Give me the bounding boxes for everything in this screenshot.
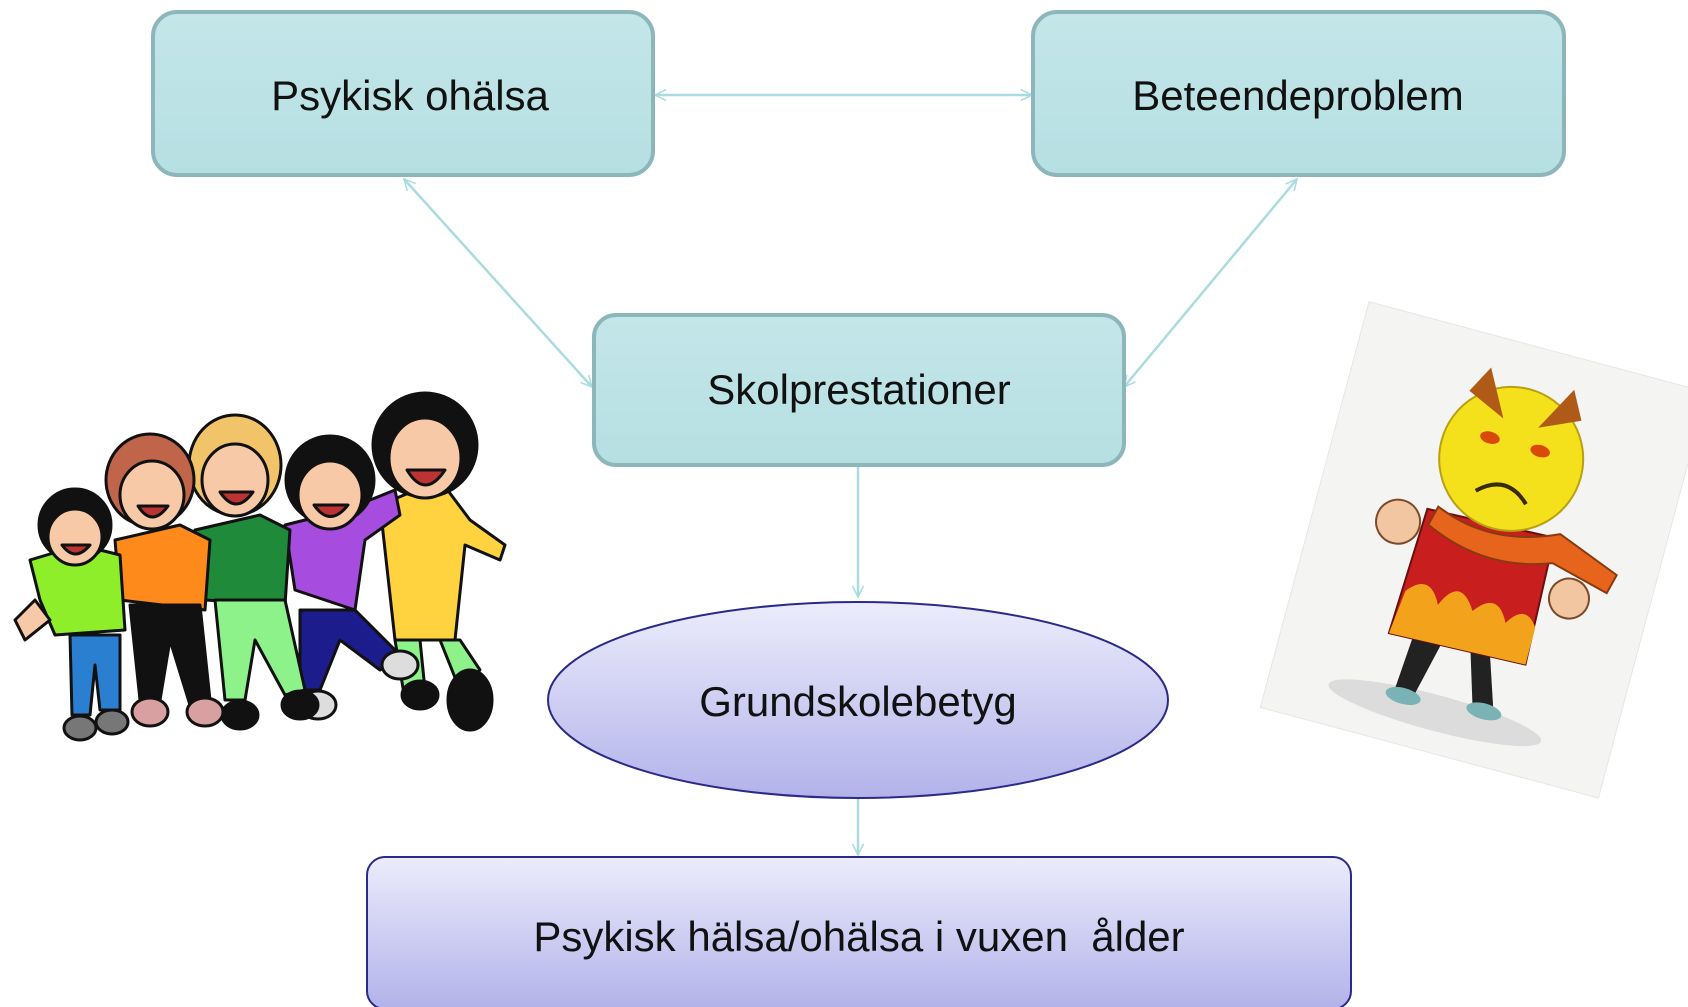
node-grundskolebetyg-label: Grundskolebetyg — [699, 678, 1017, 725]
child-lime-icon — [13, 487, 130, 742]
node-psykisk-ohalsa: Psykisk ohälsa — [151, 10, 655, 177]
node-psykisk-ohalsa-label: Psykisk ohälsa — [271, 72, 549, 119]
node-vuxen: Psykisk hälsa/ohälsa i vuxen ålder — [366, 856, 1352, 1007]
connector-ohalsa-skol — [404, 179, 592, 387]
connector-beteende-skol — [1124, 179, 1297, 387]
child-orange-icon — [104, 432, 225, 728]
child-green-icon — [187, 413, 320, 731]
node-skolprestationer-label: Skolprestationer — [707, 366, 1011, 413]
angry-character-illustration — [1259, 301, 1688, 799]
node-grundskolebetyg: Grundskolebetyg — [547, 601, 1169, 799]
node-vuxen-label: Psykisk hälsa/ohälsa i vuxen ålder — [533, 913, 1184, 960]
node-beteendeproblem: Beteendeproblem — [1031, 10, 1566, 177]
children-illustration — [13, 391, 507, 742]
node-beteendeproblem-label: Beteendeproblem — [1132, 72, 1464, 119]
connectors — [404, 95, 1297, 855]
node-skolprestationer: Skolprestationer — [592, 313, 1126, 467]
